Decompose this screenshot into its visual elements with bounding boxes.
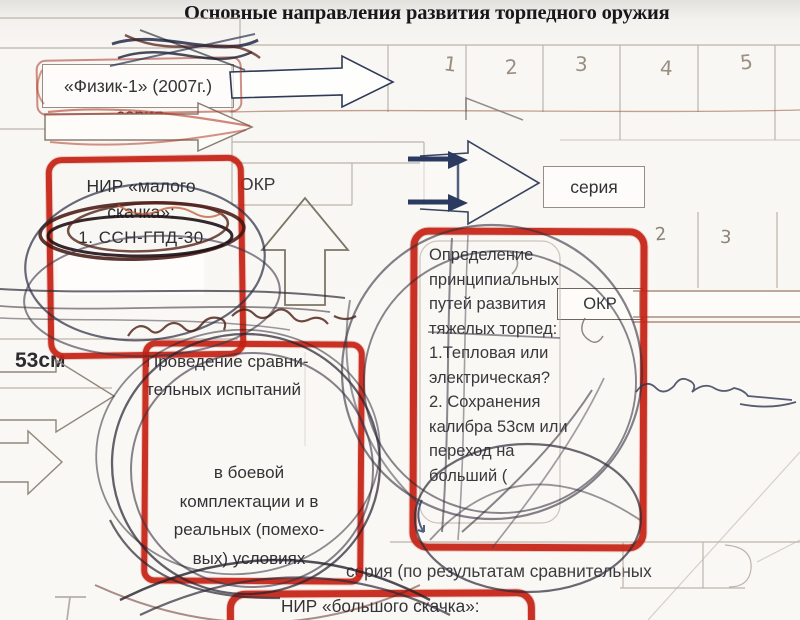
pen-wavy-lines [0,288,346,331]
provedenie-line: реальных (помехо- [173,520,325,539]
opredelenie-line: принципиальных [429,270,559,289]
opredelenie-line: 2. Сохранения [429,393,541,411]
provedenie-line: комплектации и в [179,491,319,511]
fizik-box: «Физик-1» (2007г.) [42,64,234,108]
okr-right-label: ОКР [583,294,617,313]
opredelenie-line: больший ( [429,466,508,485]
provedenie-line: тельных испытаний [146,379,301,399]
block-arrow-right-top [229,54,395,109]
fizik-label: «Физик-1» (2007г.) [63,75,213,96]
pen-scribble-top-left [109,29,261,71]
nir-malogo-line: НИР «малого [86,176,196,196]
pen-circle-right [340,223,644,521]
opredelenie-line: путей развития [429,295,546,313]
okr-left-label: ОКР [240,174,276,194]
pen-circle-bottom [413,442,643,594]
provedenie-line: в боевой [213,463,285,482]
okr-arrow-band [581,290,800,343]
pencil-brown-lines [229,96,800,121]
pen-strokes-right-box [417,234,605,549]
handwriting-cursive-middle [127,308,357,337]
page-title: Основные направления развития торпедного… [184,2,670,24]
pen-arcs-bottom [94,558,451,620]
opredelenie-line: электрическая? [429,368,551,387]
block-arrow-right-fizik [44,101,254,153]
nir-bolshogo-label: НИР «большого скачка»: [281,596,480,616]
pencil-roundrect [419,240,561,524]
handwriting-signature-right [635,377,797,408]
seriya-right-label: серия [570,176,618,197]
provedenie-line: Проведение сравни- [146,352,309,371]
opredelenie-text: Определение принципиальных путей развити… [429,243,568,488]
block-arrow-up-icon [260,196,350,306]
opredelenie-line: 1.Тепловая или [429,344,549,362]
pen-ellipse-ssn-gpd [38,201,246,261]
seriya-bottom-label: серия (по результатам сравнительных [346,561,652,581]
provedenie-text-top: Проведение сравни- тельных испытаний [146,348,308,403]
pen-arrows-blue [408,151,468,212]
pencil-grid [0,17,800,620]
provedenie-line: вых) условиях [192,548,306,568]
seriya-right-box: серия [543,166,645,208]
pen-circle-middle [95,328,382,600]
caliber-label: 53см [15,349,66,372]
red-pen-trace-arrow [36,69,251,146]
provedenie-text-bottom: в боевой комплектации и в реальных (поме… [150,459,348,573]
